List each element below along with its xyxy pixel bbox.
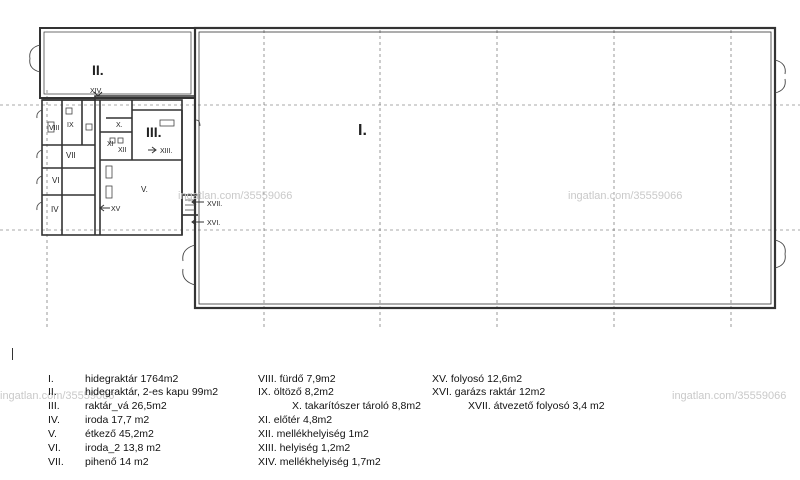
legend-text: hidegraktár 1764m2 — [85, 373, 179, 385]
grid-lines — [0, 30, 800, 330]
legend-text: étkező 45,2m2 — [85, 428, 154, 440]
legend-num: I. — [48, 373, 54, 385]
room-label-VIII: VIII — [49, 125, 60, 132]
watermark: ingatlan.com/35559066 — [0, 390, 115, 402]
office-block-walls — [41, 95, 198, 236]
legend-text: XVII. átvezető folyosó 3,4 m2 — [468, 400, 605, 412]
room-label-XI: XI — [107, 141, 114, 148]
door-swings — [29, 44, 786, 286]
room-I-walls — [193, 26, 777, 310]
legend-num: IV. — [48, 414, 60, 426]
legend-text: raktár_vá 26,5m2 — [85, 400, 167, 412]
room-label-XV: XV — [111, 206, 121, 213]
room-label-XIII: XIII. — [160, 148, 173, 155]
legend-text: XII. mellékhelyiség 1m2 — [258, 428, 369, 440]
room-label-VII: VII — [66, 151, 76, 160]
room-label-VI: VI — [52, 176, 60, 185]
room-label-XVI: XVI. — [207, 220, 220, 227]
room-label-III: III. — [146, 124, 162, 140]
legend-text: iroda 17,7 m2 — [85, 414, 150, 426]
fixtures — [47, 107, 201, 211]
room-label-XVII: XVII. — [207, 201, 222, 208]
room-label-V: V. — [141, 185, 148, 194]
legend-text: iroda_2 13,8 m2 — [85, 442, 161, 454]
legend-text: VIII. fürdő 7,9m2 — [258, 373, 336, 385]
room-label-IV: IV — [51, 205, 59, 214]
legend-text: pihenő 14 m2 — [85, 456, 149, 468]
text-cursor-mark — [12, 348, 13, 360]
legend-num: VII. — [48, 456, 64, 468]
watermark: ingatlan.com/35559066 — [672, 390, 787, 402]
pointer-arrows — [93, 91, 204, 226]
room-label-IX: IX — [67, 122, 74, 129]
legend-text: XIII. helyiség 1,2m2 — [258, 442, 351, 454]
watermark: ingatlan.com/35559066 — [178, 190, 293, 202]
watermark: ingatlan.com/35559066 — [568, 190, 683, 202]
room-label-XII: XII — [118, 147, 127, 154]
legend-text: IX. öltöző 8,2m2 — [258, 386, 334, 398]
floor-plan: I. II. III. IV V. VI VII VIII IX X. XI X… — [0, 26, 800, 330]
room-legend: I. hidegraktár 1764m2 II. hidegraktár, 2… — [0, 340, 800, 480]
room-label-II: II. — [92, 62, 104, 78]
legend-num: II. — [48, 386, 57, 398]
legend-num: III. — [48, 400, 60, 412]
room-II-walls — [39, 27, 196, 99]
legend-text: XIV. mellékhelyiség 1,7m2 — [258, 456, 381, 468]
legend-text: XVI. garázs raktár 12m2 — [432, 386, 546, 398]
legend-text: X. takarítószer tároló 8,8m2 — [292, 400, 421, 412]
legend-num: VI. — [48, 442, 61, 454]
legend-text: XV. folyosó 12,6m2 — [432, 373, 523, 385]
legend-num: V. — [48, 428, 57, 440]
room-label-I: I. — [358, 122, 367, 139]
legend-text: XI. előtér 4,8m2 — [258, 414, 333, 426]
room-label-X: X. — [116, 122, 123, 129]
room-label-XIV: XIV. — [90, 88, 103, 95]
legend-text: hidegraktár, 2-es kapu 99m2 — [85, 386, 219, 398]
